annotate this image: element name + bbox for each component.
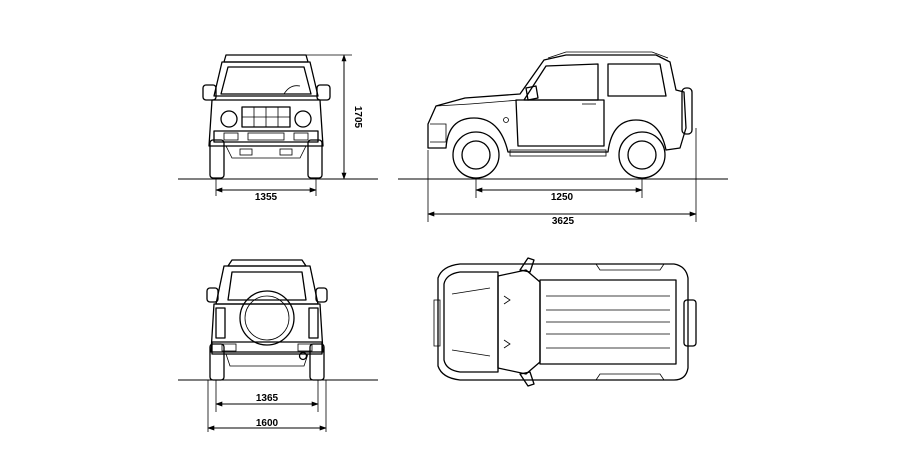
side-view: 1250 3625 — [398, 51, 728, 227]
top-roof — [539, 279, 677, 365]
rear-width-label: 1600 — [256, 418, 279, 429]
side-mirror — [525, 85, 539, 101]
rear-bumper — [211, 341, 323, 355]
side-length-label: 3625 — [552, 216, 575, 227]
side-step — [509, 149, 607, 157]
top-body-outline — [437, 263, 689, 381]
side-spare-tire — [681, 87, 693, 135]
rear-spare-tire — [239, 290, 295, 346]
side-wheelbase-label: 1250 — [551, 192, 574, 203]
front-height-label: 1705 — [352, 106, 363, 129]
front-roof-rack — [223, 54, 309, 63]
front-underbody — [225, 145, 307, 159]
rear-right-taillight — [308, 307, 319, 339]
front-bumper — [213, 130, 319, 143]
top-spare-tire — [683, 299, 697, 347]
rear-right-mirror — [315, 287, 328, 303]
front-left-mirror — [202, 84, 217, 101]
front-left-tire — [209, 139, 225, 179]
front-body — [208, 99, 324, 147]
rear-left-taillight — [215, 307, 226, 339]
front-right-tire — [307, 139, 323, 179]
side-rear-window — [607, 63, 667, 97]
rear-view: 1365 1600 — [178, 259, 378, 432]
rear-left-tire — [209, 343, 225, 381]
front-windshield — [220, 66, 312, 95]
side-door — [515, 99, 605, 147]
rear-tow-hook — [298, 351, 308, 361]
side-rear-wheel — [618, 131, 666, 179]
top-windshield — [497, 269, 541, 375]
front-width-label: 1355 — [255, 192, 278, 203]
rear-track-label: 1365 — [256, 393, 279, 404]
front-right-headlight — [294, 110, 312, 128]
front-wiper — [283, 85, 301, 95]
side-body-outline — [427, 54, 687, 153]
rear-roof — [227, 259, 307, 267]
top-hood — [443, 271, 499, 373]
side-front-wheel — [452, 131, 500, 179]
top-left-mirror — [519, 257, 535, 273]
top-view — [433, 257, 697, 387]
top-right-mirror — [519, 371, 535, 387]
front-right-mirror — [316, 84, 331, 101]
rear-left-mirror — [206, 287, 219, 303]
rear-body — [210, 303, 324, 353]
front-view: 1355 1705 — [178, 54, 378, 203]
front-cabin — [213, 61, 319, 97]
rear-right-tire — [309, 343, 325, 381]
side-front-window — [523, 63, 599, 101]
front-left-headlight — [220, 110, 238, 128]
rear-window — [227, 271, 307, 301]
